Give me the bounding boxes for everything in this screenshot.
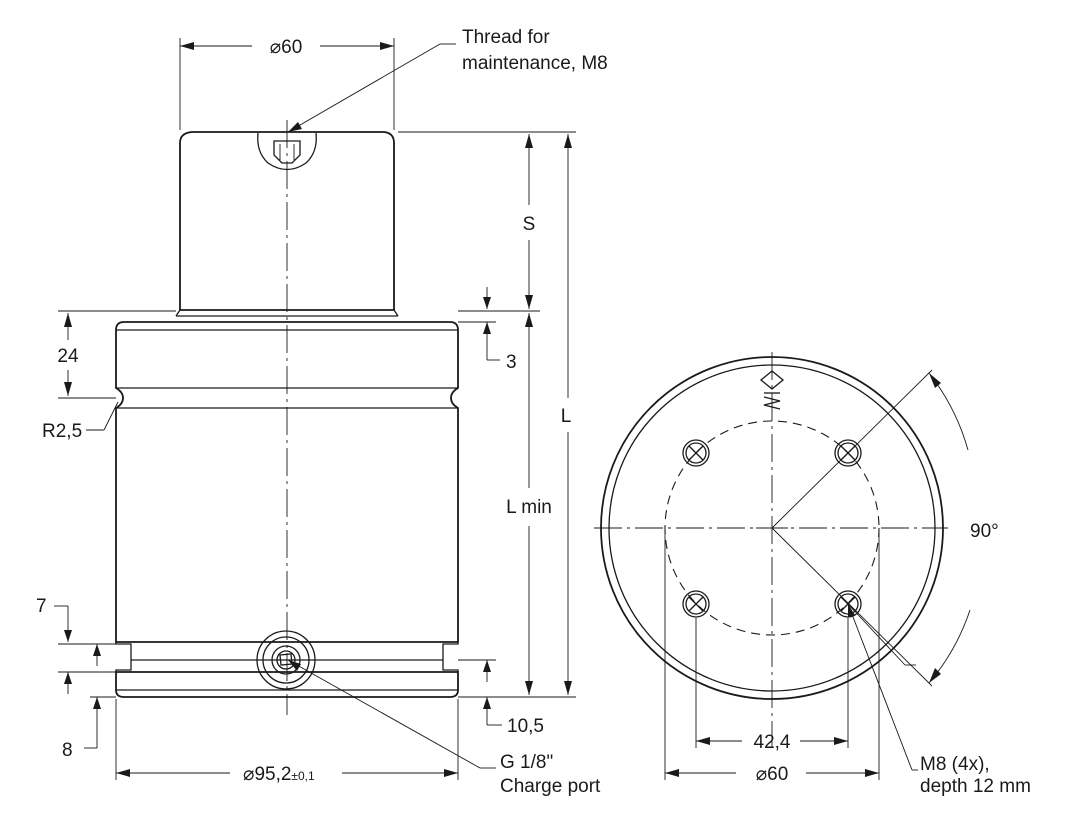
mounting-hole-3 <box>682 590 710 618</box>
top-diameter-label: ⌀60 <box>270 37 303 58</box>
dim-10-5 <box>458 659 502 726</box>
dim-3-label: 3 <box>506 352 517 373</box>
dim-8 <box>84 696 116 749</box>
body-diameter-label: ⌀95,2±0,1 <box>243 764 315 785</box>
dim-7 <box>54 605 116 694</box>
thread-callout-line2: maintenance, M8 <box>462 53 608 74</box>
hole-callout-line1: M8 (4x), <box>920 754 990 775</box>
hole-callout-leader <box>847 603 918 771</box>
radius-leader <box>86 401 119 431</box>
bottom-view: 90° 42,4 ⌀60 M8 (4x), <box>594 352 1031 797</box>
dim-8-label: 8 <box>62 740 73 761</box>
radius-label: R2,5 <box>42 421 82 442</box>
dim-24 <box>58 310 176 399</box>
hole-callout-line2: depth 12 mm <box>920 776 1031 797</box>
bottom-diameter-dimension <box>664 530 880 780</box>
top-diameter-dimension <box>179 38 395 130</box>
dim-7-label: 7 <box>36 596 47 617</box>
body-diameter-dimension <box>115 699 459 780</box>
orientation-mark <box>759 370 785 410</box>
piston-rod <box>175 131 399 317</box>
bolt-spacing-label: 42,4 <box>754 732 791 753</box>
stroke-label: S <box>523 214 536 235</box>
dim-24-label: 24 <box>57 346 79 367</box>
angle-dimension <box>771 369 971 687</box>
bolt-spacing-dimension <box>695 618 849 748</box>
port-label-line1: G 1/8" <box>500 752 553 773</box>
thread-callout-line1: Thread for <box>462 27 550 48</box>
min-length-label: L min <box>506 497 552 518</box>
thread-leader <box>287 43 456 133</box>
charge-port-leader <box>287 659 496 769</box>
mounting-hole-1 <box>682 439 710 467</box>
angle-label: 90° <box>970 521 999 542</box>
length-label: L <box>561 406 572 427</box>
port-label-line2: Charge port <box>500 776 601 797</box>
length-dimensions <box>398 131 576 698</box>
dim-10-5-label: 10,5 <box>507 716 544 737</box>
dim-3 <box>458 287 500 361</box>
side-view: ⌀60 Thread for maintenance, M8 <box>36 27 608 797</box>
bottom-diameter-label: ⌀60 <box>756 764 789 785</box>
